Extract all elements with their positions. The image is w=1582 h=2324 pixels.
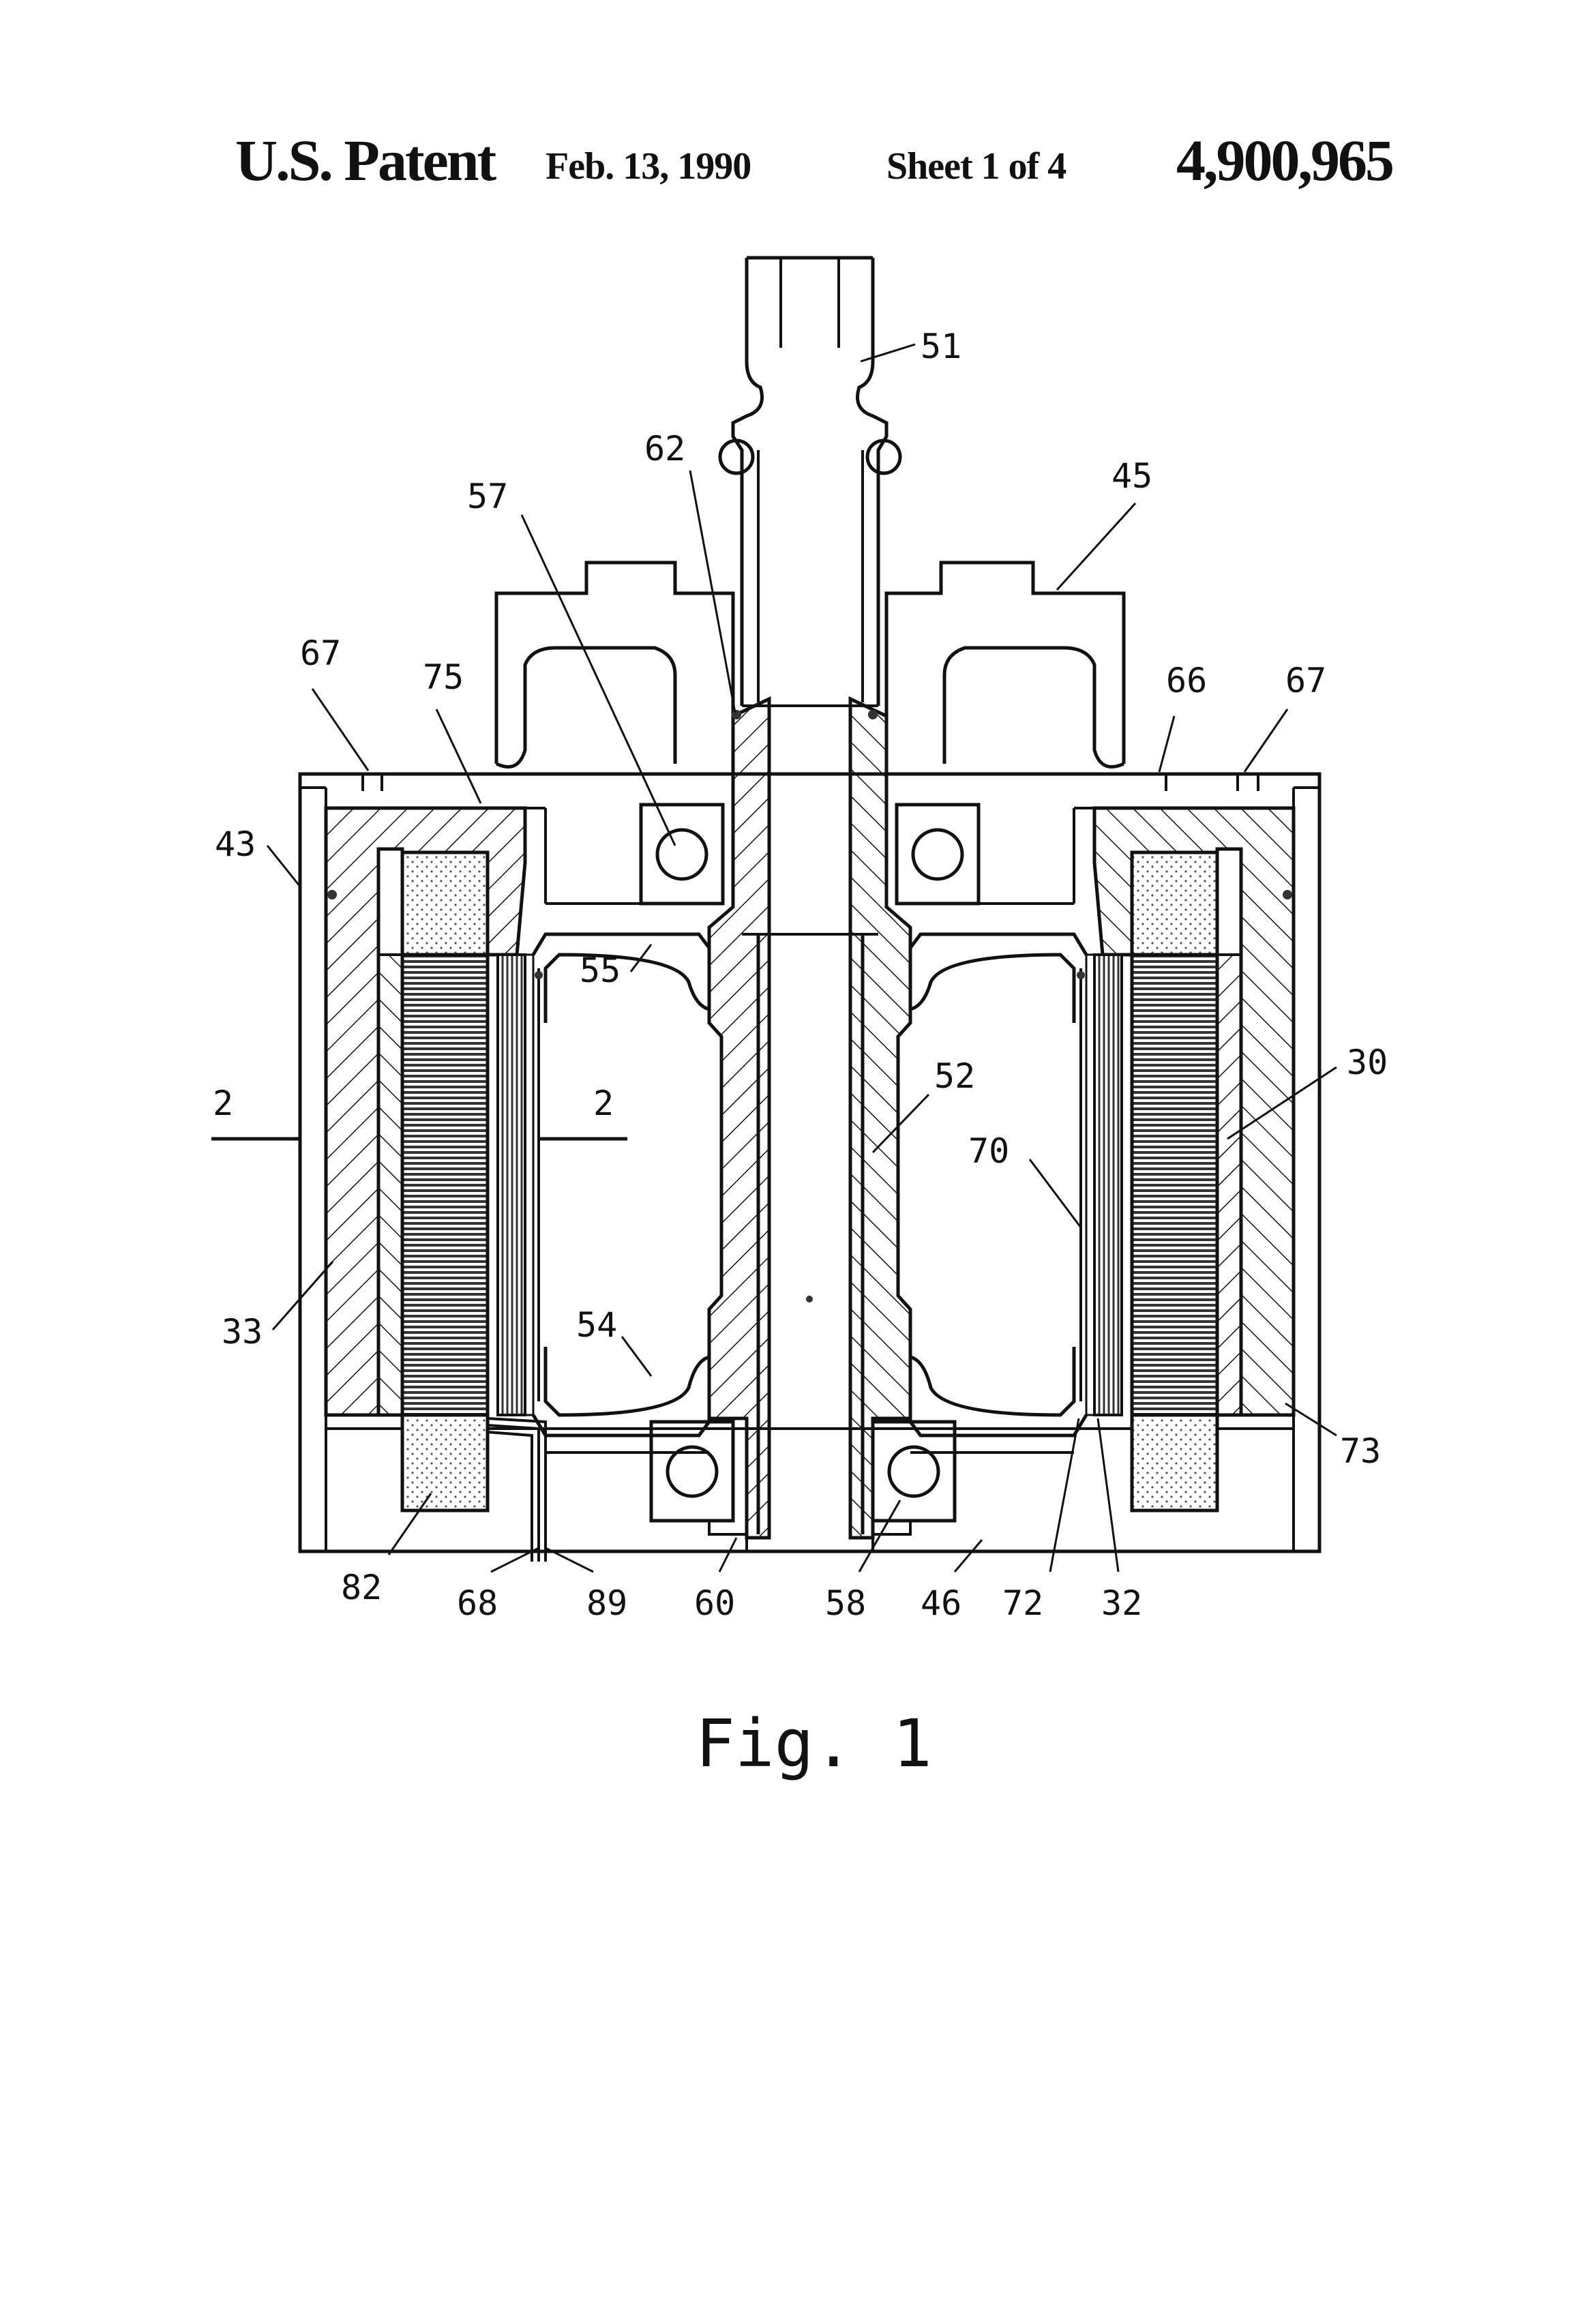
lead-wires bbox=[488, 1418, 546, 1562]
figure-caption: Fig. 1 bbox=[696, 1705, 932, 1782]
ref-72: 72 bbox=[1002, 1583, 1043, 1623]
ref-43: 43 bbox=[215, 824, 256, 864]
ref-54: 54 bbox=[576, 1305, 617, 1345]
rotor-cups bbox=[496, 808, 1124, 1452]
center-point bbox=[806, 1296, 813, 1302]
upper-bearings bbox=[641, 805, 979, 904]
ref-55: 55 bbox=[580, 951, 621, 990]
rotor-magnets bbox=[498, 955, 1122, 1415]
ref-51: 51 bbox=[921, 327, 961, 366]
ref-45: 45 bbox=[1111, 456, 1152, 496]
ref-73: 73 bbox=[1340, 1431, 1381, 1471]
ref-70: 70 bbox=[968, 1131, 1009, 1171]
ref-67-left: 67 bbox=[300, 634, 341, 673]
ref-58: 58 bbox=[825, 1583, 866, 1623]
ref-62: 62 bbox=[644, 429, 685, 468]
retaining-rings bbox=[720, 441, 900, 473]
ref-66: 66 bbox=[1166, 661, 1207, 700]
ref-82: 82 bbox=[341, 1568, 382, 1607]
ref-89: 89 bbox=[586, 1583, 627, 1623]
ref-46: 46 bbox=[921, 1583, 961, 1623]
ref-67-right: 67 bbox=[1285, 661, 1326, 700]
lower-bearings bbox=[651, 1422, 955, 1551]
ref-57: 57 bbox=[467, 477, 508, 516]
ref-68: 68 bbox=[457, 1583, 498, 1623]
ref-52: 52 bbox=[934, 1056, 975, 1096]
ref-75: 75 bbox=[423, 657, 464, 697]
ref-2-right: 2 bbox=[593, 1084, 614, 1123]
ref-32: 32 bbox=[1101, 1583, 1142, 1623]
ref-33: 33 bbox=[222, 1312, 263, 1352]
ref-2-left: 2 bbox=[213, 1084, 233, 1123]
ref-30: 30 bbox=[1347, 1043, 1388, 1082]
ref-60: 60 bbox=[694, 1583, 735, 1623]
hub-sleeve bbox=[709, 699, 910, 1538]
